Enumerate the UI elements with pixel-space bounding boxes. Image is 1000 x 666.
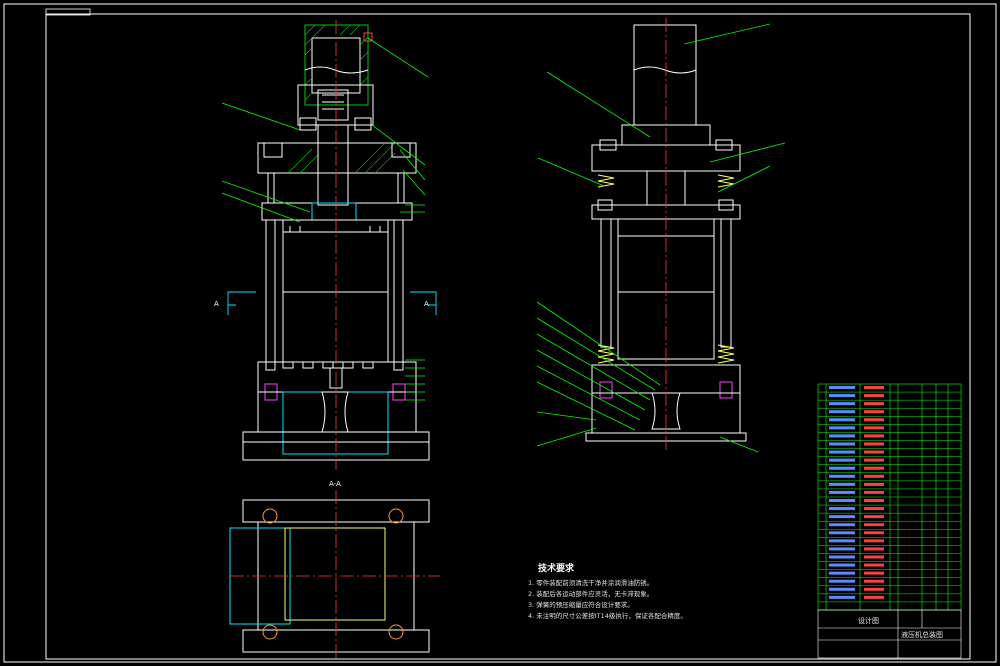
parts-list-illegible-entry <box>864 418 884 422</box>
parts-list-illegible-code <box>829 595 855 599</box>
parts-list-illegible-entry <box>864 410 884 414</box>
parts-list-illegible-code <box>829 426 855 430</box>
left-leaders <box>221 37 429 401</box>
parts-list-illegible-entry <box>864 507 884 511</box>
parts-list-rows <box>818 386 961 603</box>
parts-list-illegible-code <box>829 450 855 454</box>
parts-list-illegible-code <box>829 418 855 422</box>
parts-list-illegible-code <box>829 539 855 543</box>
parts-list-illegible-entry <box>864 482 884 486</box>
parts-list-illegible-code <box>829 466 855 470</box>
parts-list-illegible-code <box>829 587 855 591</box>
parts-list-illegible-code <box>829 507 855 511</box>
parts-list-illegible-code <box>829 442 855 446</box>
parts-list-illegible-code <box>829 515 855 519</box>
parts-list-illegible-code <box>829 402 855 406</box>
parts-list-illegible-entry <box>864 587 884 591</box>
parts-list-illegible-entry <box>864 426 884 430</box>
parts-list-illegible-code <box>829 555 855 559</box>
outer-border <box>3 3 997 663</box>
parts-list-illegible-entry <box>864 563 884 567</box>
parts-list-illegible-entry <box>864 547 884 551</box>
parts-list-illegible-entry <box>864 595 884 599</box>
parts-list-illegible-entry <box>864 434 884 438</box>
title-block-drawing-name: 液压机总装图 <box>901 631 943 639</box>
parts-list-illegible-entry <box>864 571 884 575</box>
parts-list-illegible-entry <box>864 515 884 519</box>
parts-list-illegible-code <box>829 458 855 462</box>
parts-list-illegible-code <box>829 547 855 551</box>
parts-list-illegible-code <box>829 579 855 583</box>
parts-list-illegible-entry <box>864 466 884 470</box>
parts-list-illegible-code <box>829 474 855 478</box>
technical-note-3: 3. 弹簧的预压缩量应符合设计要求。 <box>528 601 634 609</box>
parts-list-illegible-entry <box>864 499 884 502</box>
parts-list-illegible-code <box>829 410 855 414</box>
title-block <box>817 609 962 659</box>
section-view-title: A-A <box>329 480 341 488</box>
parts-list-illegible-code <box>829 563 855 567</box>
technical-note-2: 2. 装配后各运动部件应灵活，无卡滞现象。 <box>528 590 654 598</box>
technical-notes-title: 技术要求 <box>538 564 575 574</box>
inner-border <box>45 13 971 660</box>
corner-tag <box>45 8 91 16</box>
parts-list-illegible-code <box>829 571 855 575</box>
parts-list-illegible-entry <box>864 442 884 446</box>
parts-list-illegible-entry <box>864 490 884 494</box>
right-leaders <box>536 23 786 453</box>
parts-list-illegible-entry <box>864 474 884 478</box>
parts-list-illegible-entry <box>864 555 884 559</box>
parts-list-illegible-entry <box>864 386 884 389</box>
parts-list-illegible-code <box>829 499 855 502</box>
technical-note-1: 1. 零件装配前须清洗干净并涂润滑油防锈。 <box>528 579 654 587</box>
title-block-designer: 设计图 <box>858 617 879 625</box>
parts-list-illegible-entry <box>864 450 884 454</box>
section-label-right: A <box>424 300 429 308</box>
section-arrows <box>227 291 437 315</box>
parts-list-illegible-code <box>829 386 855 389</box>
parts-list-illegible-entry <box>864 523 884 527</box>
parts-list-illegible-entry <box>864 579 884 583</box>
parts-list-illegible-entry <box>864 531 884 535</box>
parts-list-illegible-entry <box>864 458 884 462</box>
parts-list-illegible-entry <box>864 539 884 543</box>
parts-list-illegible-entry <box>864 394 884 398</box>
parts-list-illegible-code <box>829 434 855 438</box>
left-section-view <box>242 24 430 461</box>
parts-list-illegible-code <box>829 482 855 486</box>
parts-list-illegible-entry <box>864 402 884 406</box>
section-label-left: A <box>214 300 219 308</box>
parts-list-illegible-code <box>829 490 855 494</box>
parts-list-illegible-code <box>829 394 855 398</box>
parts-list-illegible-code <box>829 531 855 535</box>
technical-note-4: 4. 未注明的尺寸公差按IT14级执行，保证各配合精度。 <box>528 612 687 620</box>
parts-list-illegible-code <box>829 523 855 527</box>
